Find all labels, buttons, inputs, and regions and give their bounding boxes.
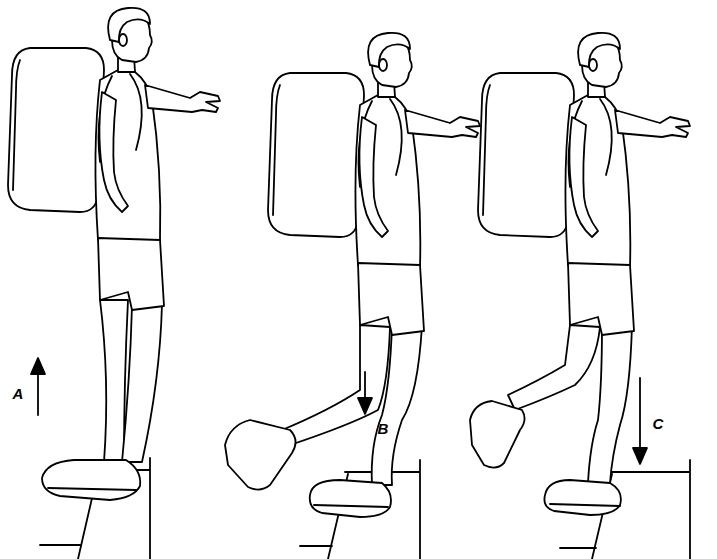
- shoe: [42, 460, 140, 500]
- person-figure: [225, 33, 480, 517]
- motion-arrow: [639, 378, 641, 450]
- arrow-head: [633, 448, 647, 464]
- motion-arrow: [37, 372, 39, 415]
- leg: [508, 325, 600, 410]
- leg: [282, 325, 390, 445]
- shoe-sole: [314, 505, 388, 507]
- arrow-head: [31, 358, 45, 374]
- motion-label: C: [653, 416, 664, 431]
- shoe: [544, 480, 620, 515]
- shoe-sole: [550, 504, 620, 506]
- shoe: [225, 420, 296, 490]
- motion-label: B: [378, 421, 389, 436]
- motion-arrow: [364, 372, 366, 400]
- leg: [122, 304, 162, 462]
- shoe: [470, 401, 525, 468]
- step: [300, 460, 420, 559]
- shoe: [310, 480, 391, 517]
- leg: [588, 325, 632, 483]
- leg: [372, 325, 422, 485]
- person-figure: [8, 8, 220, 500]
- motion-label: A: [13, 386, 24, 401]
- arrow-head: [358, 398, 372, 414]
- person-figure: [470, 33, 690, 515]
- step: [40, 458, 150, 559]
- shoe-sole: [48, 488, 136, 490]
